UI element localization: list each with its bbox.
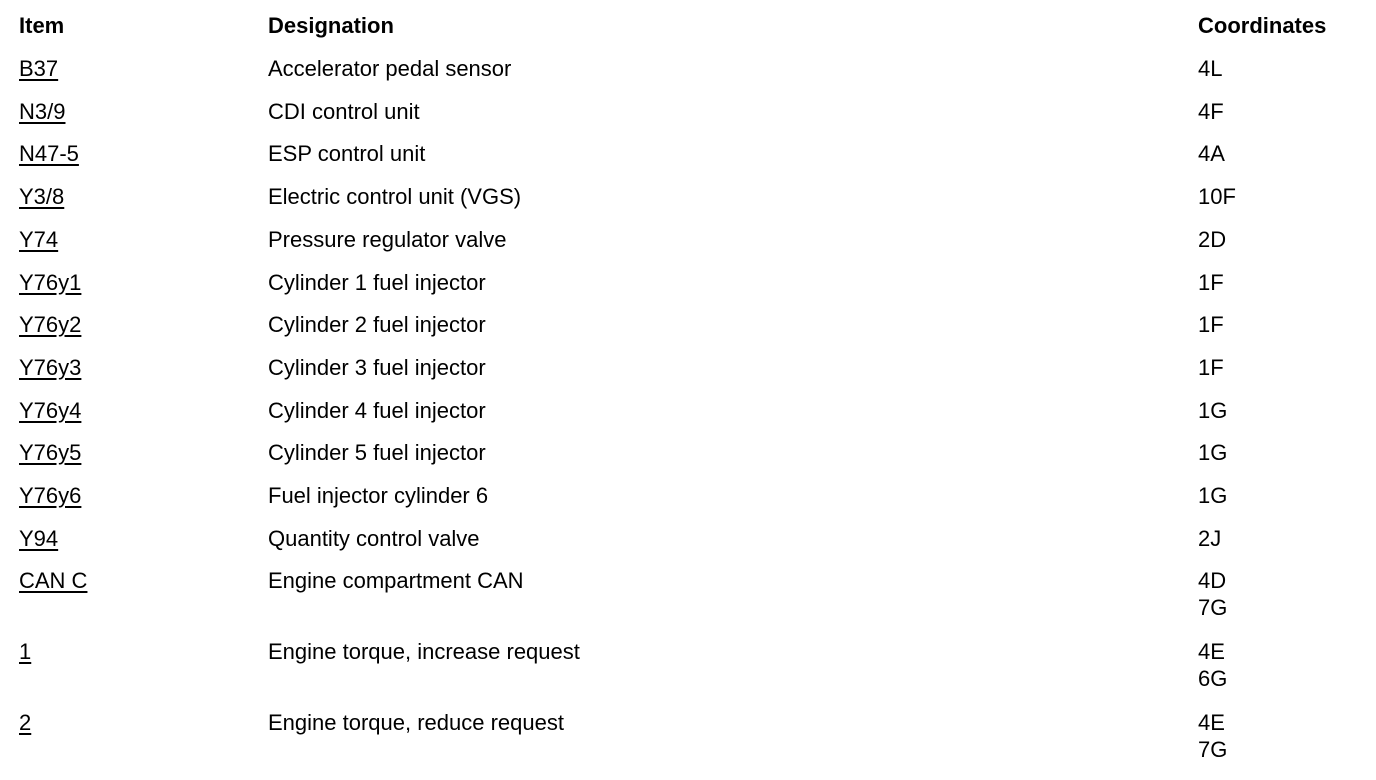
coordinates-cell: 2J (1198, 525, 1221, 552)
coordinates-cell: 1F (1198, 311, 1224, 338)
coordinates-cell: 4A (1198, 140, 1225, 167)
table-row: Y76y6 Fuel injector cylinder 6 1G (0, 427, 1376, 508)
designation-cell: Engine torque, increase request (268, 639, 580, 664)
item-link[interactable]: Y76y3 (19, 354, 82, 380)
table-header-row: Item Designation Coordinates (0, 0, 1376, 50)
table-row: B37 Accelerator pedal sensor 4L (0, 0, 1376, 81)
coordinate-value: 2J (1198, 525, 1222, 551)
designation-cell: Quantity control valve (268, 525, 480, 551)
coordinates-cell: 10F (1198, 183, 1236, 210)
coordinate-value: 7G (1198, 736, 1228, 762)
designation-cell: Cylinder 5 fuel injector (268, 440, 486, 466)
item-column-header: Item (19, 13, 65, 38)
coordinates-cell: 2D (1198, 226, 1226, 253)
coordinates-cell: 1F (1198, 354, 1224, 381)
coordinates-cell: 4F (1198, 98, 1224, 125)
component-legend-table: Item Designation Coordinates B37 Accelera… (0, 0, 1376, 762)
coordinate-value: 2D (1198, 226, 1227, 252)
coordinates-cell: 4L (1198, 55, 1222, 82)
designation-cell: Cylinder 1 fuel injector (268, 269, 486, 295)
coordinate-value: 1F (1198, 354, 1224, 380)
item-link[interactable]: Y94 (19, 525, 59, 551)
table-row: Y76y5 Cylinder 5 fuel injector 1G (0, 384, 1376, 465)
designation-cell: Accelerator pedal sensor (268, 56, 512, 81)
coordinate-value: 1G (1198, 440, 1228, 466)
table-row: Y74 Pressure regulator valve 2D (0, 171, 1376, 252)
item-link[interactable]: 1 (19, 639, 32, 664)
designation-cell: Fuel injector cylinder 6 (268, 483, 489, 508)
coordinate-value: 10F (1198, 184, 1236, 210)
coordinate-value: 4L (1198, 56, 1223, 81)
table-row: N3/9 CDI control unit 4F (0, 43, 1376, 124)
designation-cell: Cylinder 2 fuel injector (268, 312, 486, 338)
coordinates-cell: 1G (1198, 482, 1227, 509)
table-row: Y76y1 Cylinder 1 fuel injector 1F (0, 214, 1376, 295)
item-link[interactable]: N47-5 (19, 141, 79, 167)
designation-cell: Cylinder 4 fuel injector (268, 397, 486, 423)
coordinate-value: 6G (1198, 666, 1228, 691)
coordinates-cell: 1G (1198, 439, 1227, 466)
coordinates-column-header: Coordinates (1198, 13, 1327, 38)
item-link[interactable]: Y76y5 (19, 440, 82, 466)
table-row: Y94 Quantity control valve 2J (0, 470, 1376, 551)
designation-cell: Engine torque, reduce request (268, 709, 564, 735)
coordinate-value: 4D (1198, 568, 1227, 594)
item-link[interactable]: Y3/8 (19, 184, 65, 210)
designation-cell: ESP control unit (268, 141, 426, 167)
table-row: Y3/8 Electric control unit (VGS) 10F (0, 128, 1376, 209)
coordinate-value: 1F (1198, 269, 1224, 295)
item-link[interactable]: B37 (19, 56, 59, 81)
coordinate-value: 4E (1198, 709, 1225, 735)
designation-cell: Pressure regulator valve (268, 226, 507, 252)
coordinate-value: 7G (1198, 595, 1228, 621)
item-link[interactable]: CAN C (19, 568, 88, 594)
item-link[interactable]: Y76y2 (19, 312, 82, 338)
item-link[interactable]: Y76y1 (19, 269, 82, 295)
table-row: Y76y4 Cylinder 4 fuel injector 1G (0, 342, 1376, 423)
item-link[interactable]: N3/9 (19, 98, 66, 124)
designation-cell: CDI control unit (268, 98, 420, 124)
coordinates-cell: 1F (1198, 269, 1224, 296)
coordinate-value: 4E (1198, 639, 1225, 664)
designation-column-header: Designation (268, 13, 394, 38)
designation-cell: Engine compartment CAN (268, 568, 524, 594)
item-link[interactable]: Y74 (19, 226, 59, 252)
coordinate-value: 4A (1198, 141, 1225, 167)
item-link[interactable]: 2 (19, 709, 32, 735)
coordinate-value: 1G (1198, 397, 1228, 423)
table-row: Y76y2 Cylinder 2 fuel injector 1F (0, 256, 1376, 337)
table-row: N47-5 ESP control unit 4A (0, 85, 1376, 166)
item-link[interactable]: Y76y6 (19, 483, 82, 508)
coordinate-value: 1G (1198, 483, 1228, 508)
item-link[interactable]: Y76y4 (19, 397, 82, 423)
designation-cell: Electric control unit (VGS) (268, 184, 522, 210)
table-row: Y76y3 Cylinder 3 fuel injector 1F (0, 299, 1376, 380)
coordinates-cell: 1G (1198, 397, 1227, 424)
designation-cell: Cylinder 3 fuel injector (268, 354, 486, 380)
coordinate-value: 1F (1198, 312, 1224, 338)
coordinate-value: 4F (1198, 98, 1224, 124)
